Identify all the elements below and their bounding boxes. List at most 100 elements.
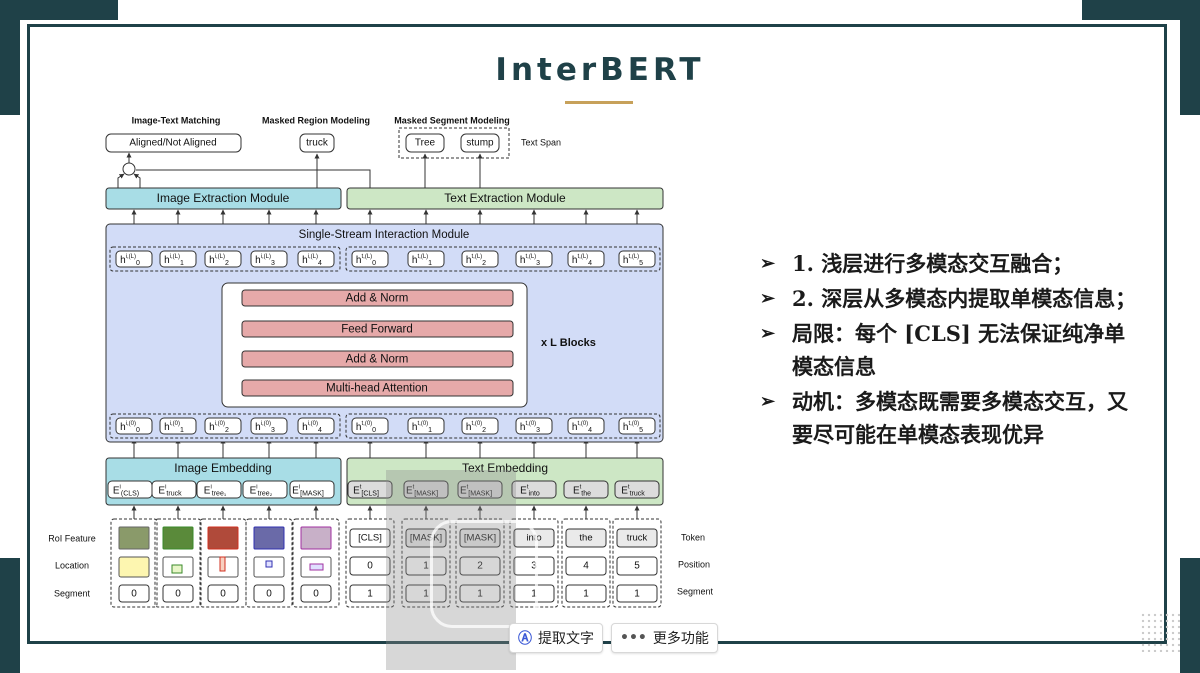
image-input-column	[110, 518, 158, 608]
image-embed-token-box	[289, 480, 335, 499]
segment-label: Segment	[54, 588, 91, 598]
token-label: Token	[681, 532, 705, 542]
segment-box	[118, 584, 150, 603]
hidden-bottom-image-token-label: hi,(0)2	[209, 421, 229, 434]
corner-top-left-h	[0, 0, 118, 20]
hidden-top-image-token-box	[204, 250, 242, 268]
hidden-bottom-text-group	[345, 413, 661, 439]
position-box	[513, 556, 555, 576]
arrow-bullet-icon: ➢	[760, 391, 776, 412]
block-layer-label: Add & Norm	[346, 293, 409, 305]
block-layer	[241, 289, 514, 307]
text-span-label: Text Span	[521, 137, 561, 147]
hidden-bottom-text-token-box	[407, 417, 445, 435]
text-embed-token-label: Et[MASK]	[460, 484, 492, 497]
text-input-column	[612, 518, 662, 608]
hidden-top-text-token-label: ht,(L)4	[572, 254, 592, 267]
hidden-top-image-group	[109, 246, 341, 272]
bullet-item: ➢动机：多模态既需要多模态交互，又要尽可能在单模态表现优异	[760, 385, 1140, 451]
segment-value: 0	[131, 589, 137, 600]
text-embed-token-box	[347, 480, 393, 499]
hidden-top-text-token-box	[407, 250, 445, 268]
image-input-column	[292, 518, 340, 608]
extract-text-button[interactable]: Ⓐ 提取文字	[509, 623, 603, 653]
position-value: 5	[634, 561, 640, 572]
block-layer-label: Multi-head Attention	[326, 383, 428, 395]
location-marker	[219, 556, 226, 572]
hidden-bottom-text-token-label: ht,(0)0	[356, 421, 376, 434]
position-value: 4	[583, 561, 589, 572]
token-value: the	[579, 533, 592, 544]
block-layer	[241, 379, 514, 397]
hidden-top-image-token-label: hi,(L)2	[209, 254, 229, 267]
ocr-frame-icon	[430, 520, 538, 628]
hidden-top-text-group	[345, 246, 661, 272]
text-embed-token-box	[457, 480, 503, 499]
hidden-top-text-token-label: ht,(L)2	[466, 254, 486, 267]
corner-top-right	[1180, 0, 1200, 115]
roi-thumbnail	[118, 526, 150, 550]
bullet-item: ➢2. 深层从多模态内提取单模态信息；	[760, 282, 1140, 315]
roi-thumbnail	[253, 526, 285, 550]
hidden-bottom-image-group	[109, 413, 341, 439]
hidden-bottom-text-token-box	[567, 417, 605, 435]
hidden-top-image-token-box	[115, 250, 153, 268]
msm-output-box	[405, 133, 445, 153]
hidden-bottom-image-token-label: hi,(0)3	[255, 421, 275, 434]
image-embed-token-label: Eitree₁	[204, 484, 227, 497]
mrm-output-label: truck	[306, 138, 329, 149]
itm-output-box	[105, 133, 242, 153]
hidden-top-text-token-box	[351, 250, 389, 268]
position-box	[459, 556, 501, 576]
bullet-text: 局限：每个 [CLS] 无法保证纯净单模态信息	[792, 321, 1126, 379]
token-box	[616, 528, 658, 548]
hidden-bottom-image-token-box	[204, 417, 242, 435]
hidden-bottom-image-token-box	[159, 417, 197, 435]
image-embed-token-box	[242, 480, 288, 499]
text-embed-token-box	[511, 480, 557, 499]
image-input-column	[245, 518, 293, 608]
roi-thumbnail	[162, 526, 194, 550]
segment-value: 0	[266, 589, 272, 600]
hidden-top-image-token-label: hi,(L)4	[302, 254, 322, 267]
blocks-count-label: x L Blocks	[541, 337, 596, 349]
token-box	[565, 528, 607, 548]
text-embed-token-label: Et[CLS]	[353, 484, 379, 497]
hidden-top-text-token-label: ht,(L)0	[356, 254, 376, 267]
text-segment-value: 1	[634, 589, 640, 600]
arrow-bullet-icon: ➢	[760, 253, 776, 274]
text-segment-box	[459, 584, 501, 603]
bullet-item: ➢局限：每个 [CLS] 无法保证纯净单模态信息	[760, 317, 1140, 383]
hidden-bottom-image-token-box	[297, 417, 335, 435]
hidden-bottom-text-token-label: ht,(0)4	[572, 421, 592, 434]
multiply-node	[122, 162, 136, 176]
text-input-column	[345, 518, 395, 608]
mrm-output-box	[299, 133, 335, 153]
hidden-bottom-text-token-box	[515, 417, 553, 435]
segment-box	[300, 584, 332, 603]
position-value: 3	[531, 561, 537, 572]
location-marker	[309, 563, 324, 571]
location-marker	[265, 560, 273, 568]
hidden-top-text-token-box	[618, 250, 656, 268]
mrm-task-label: Masked Region Modeling	[262, 115, 370, 125]
more-features-button[interactable]: ••• 更多功能	[611, 623, 718, 653]
location-label: Location	[55, 560, 89, 570]
hidden-top-text-token-box	[461, 250, 499, 268]
bullet-item: ➢1. 浅层进行多模态交互融合；	[760, 247, 1140, 280]
hidden-top-image-token-box	[297, 250, 335, 268]
position-label: Position	[678, 559, 710, 569]
position-box	[616, 556, 658, 576]
position-box	[349, 556, 391, 576]
hidden-bottom-image-token-label: hi,(0)4	[302, 421, 322, 434]
text-extraction-label: Text Extraction Module	[444, 191, 566, 205]
token-box	[459, 528, 501, 548]
text-embed-token-box	[403, 480, 449, 499]
title-underline	[565, 101, 633, 104]
hidden-top-text-token-label: ht,(L)5	[623, 254, 643, 267]
position-value: 2	[477, 561, 483, 572]
text-extraction-module	[346, 187, 664, 210]
hidden-bottom-image-token-label: hi,(0)1	[164, 421, 184, 434]
text-segment-value: 1	[423, 589, 429, 600]
